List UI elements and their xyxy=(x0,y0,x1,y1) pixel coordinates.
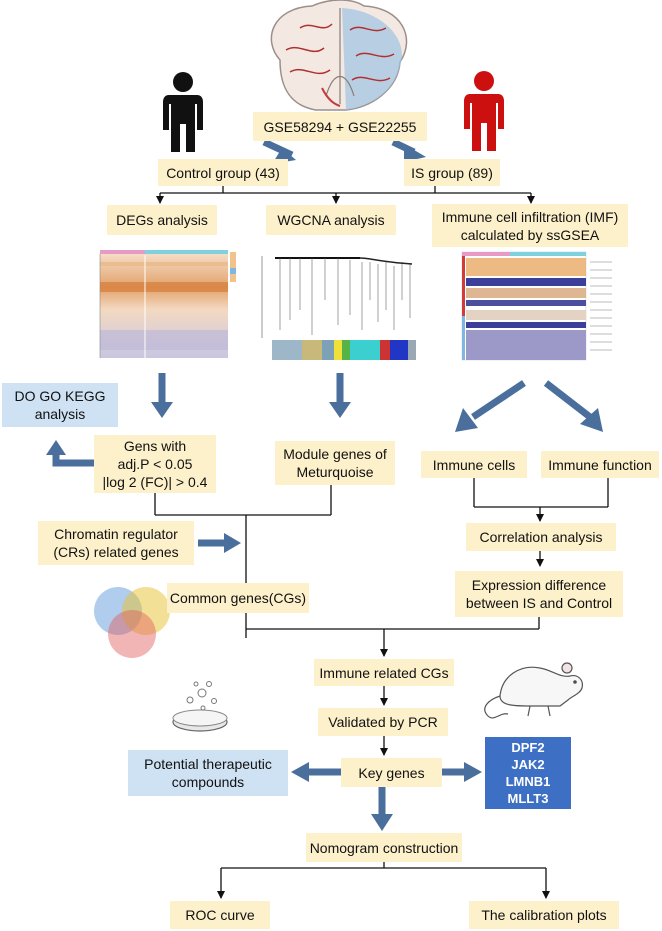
immune-function-box: Immune function xyxy=(541,451,659,478)
brain-icon xyxy=(270,0,408,111)
correlation-analysis-box: Correlation analysis xyxy=(466,523,616,551)
wgcna-analysis-box: WGCNA analysis xyxy=(266,205,396,235)
validated-by-pcr-box: Validated by PCR xyxy=(318,708,448,736)
venn-icon xyxy=(94,587,170,658)
calibration-plots-box: The calibration plots xyxy=(469,901,619,929)
is-group-box: IS group (89) xyxy=(404,159,500,186)
petri-dish-icon xyxy=(172,681,228,732)
person-icon xyxy=(163,72,203,152)
gse-datasets-box: GSE58294 + GSE22255 xyxy=(253,112,427,141)
gens-with-criteria-box: Gens with adj.P < 0.05 |log 2 (FC)| > 0.… xyxy=(94,435,216,493)
therapeutic-compounds-box: Potential therapeutic compounds xyxy=(128,750,288,796)
immune-cells-box: Immune cells xyxy=(421,451,527,478)
heatmap-icon xyxy=(99,250,236,358)
immune-infiltration-box: Immune cell infiltration (IMF) calculate… xyxy=(432,204,628,247)
module-genes-box: Module genes of Meturquoise xyxy=(275,441,395,485)
key-genes-box: Key genes xyxy=(341,758,442,787)
mouse-icon xyxy=(484,662,583,719)
control-group-box: Control group (43) xyxy=(158,159,288,186)
immune-related-cgs-box: Immune related CGs xyxy=(314,659,454,686)
heatmap-icon xyxy=(461,251,614,361)
person-icon xyxy=(464,71,504,151)
nomogram-construction-box: Nomogram construction xyxy=(306,833,462,862)
expression-difference-box: Expression difference between IS and Con… xyxy=(455,571,623,617)
do-go-kegg-box: DO GO KEGG analysis xyxy=(2,383,118,427)
degs-analysis-box: DEGs analysis xyxy=(107,205,217,235)
roc-curve-box: ROC curve xyxy=(170,901,270,929)
dendrogram-icon xyxy=(258,248,418,360)
key-gene-list-box: DPF2 JAK2 LMNB1 MLLT3 xyxy=(485,737,571,809)
common-genes-box: Common genes(CGs) xyxy=(167,583,309,613)
connectors xyxy=(154,186,609,899)
chromatin-regulator-box: Chromatin regulator (CRs) related genes xyxy=(38,521,194,565)
blue-arrows xyxy=(46,138,603,831)
